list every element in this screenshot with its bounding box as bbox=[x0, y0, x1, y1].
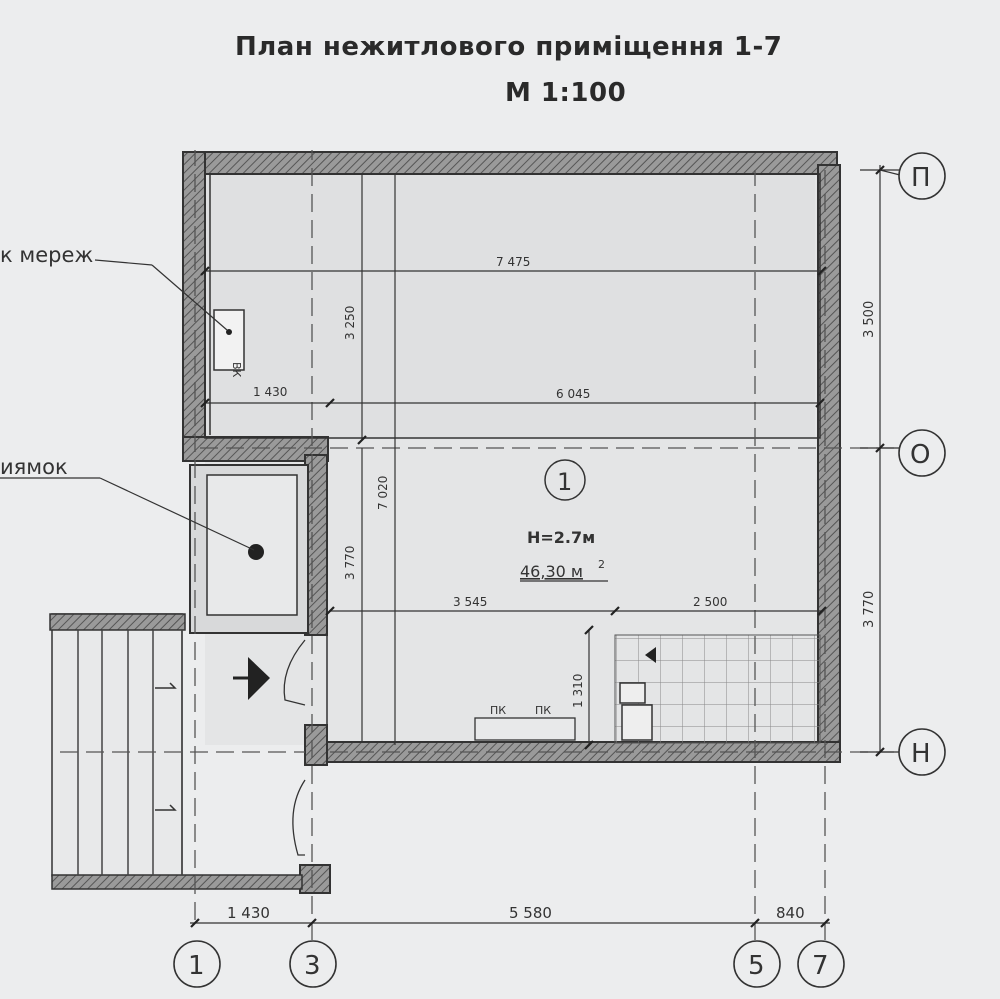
room-height: Н=2.7м bbox=[527, 528, 595, 547]
axis-bubbles-horizontal bbox=[879, 152, 946, 776]
wall-porch-end bbox=[299, 864, 331, 894]
plan-title: План нежитлового приміщення 1-7 bbox=[235, 32, 783, 62]
axis-label-n: Н bbox=[911, 739, 931, 769]
room-number: 1 bbox=[557, 468, 572, 496]
axis-label-1: 1 bbox=[188, 951, 205, 981]
pk-label-2: ПК bbox=[535, 704, 551, 717]
dim-3500: 3 500 bbox=[862, 301, 877, 338]
axis-bubble-7 bbox=[797, 940, 845, 988]
dim-5580: 5 580 bbox=[509, 904, 552, 922]
axis-bubble-1 bbox=[173, 940, 221, 988]
dim-1430-bottom: 1 430 bbox=[227, 904, 270, 922]
plan-scale: М 1:100 bbox=[505, 78, 627, 108]
wall-top bbox=[191, 151, 838, 175]
pk-label-1: ПК bbox=[490, 704, 506, 717]
room-floor-upper bbox=[205, 175, 815, 437]
pit-dot bbox=[248, 544, 264, 560]
dim-7020: 7 020 bbox=[376, 476, 390, 510]
dim-3770-left: 3 770 bbox=[343, 546, 357, 580]
wall-entrance bbox=[304, 724, 328, 766]
pit-box bbox=[206, 474, 298, 616]
dim-1430-top: 1 430 bbox=[253, 385, 287, 399]
axis-bubble-5 bbox=[733, 940, 781, 988]
dim-3770-right: 3 770 bbox=[862, 591, 877, 628]
axis-bubble-p bbox=[898, 152, 946, 200]
axis-bubble-3 bbox=[289, 940, 337, 988]
callout-pit: иямок bbox=[0, 455, 68, 479]
wall-right bbox=[817, 164, 841, 749]
axis-bubbles-vertical bbox=[173, 940, 845, 988]
room-area-sup: 2 bbox=[598, 558, 605, 571]
dim-3250: 3 250 bbox=[343, 306, 357, 340]
dim-6045: 6 045 bbox=[556, 387, 590, 401]
axis-label-5: 5 bbox=[748, 951, 765, 981]
callout-networks: к мереж bbox=[0, 243, 93, 267]
axis-label-o: О bbox=[910, 440, 930, 470]
dim-2500: 2 500 bbox=[693, 595, 727, 609]
dimension-labels: 7 475 6 045 1 430 3 545 2 500 3 250 7 02… bbox=[227, 255, 877, 922]
dimension-lines bbox=[190, 165, 900, 924]
axis-bubble-n bbox=[898, 728, 946, 776]
room-area: 46,30 м bbox=[520, 562, 583, 581]
vk-label: ВК bbox=[230, 362, 243, 378]
dimension-ticks bbox=[190, 165, 885, 928]
entrance-arrow bbox=[248, 657, 270, 700]
radiators bbox=[474, 717, 576, 741]
wall-step bbox=[182, 436, 329, 462]
axis-label-7: 7 bbox=[812, 951, 829, 981]
dim-840: 840 bbox=[776, 904, 805, 922]
axis-bubble-o bbox=[898, 429, 946, 477]
sink bbox=[621, 704, 653, 741]
room-number-circle bbox=[544, 459, 586, 501]
dim-7475: 7 475 bbox=[496, 255, 530, 269]
axis-label-3: 3 bbox=[304, 951, 321, 981]
axis-lines bbox=[60, 150, 900, 940]
vk-riser bbox=[213, 309, 245, 371]
dim-3545: 3 545 bbox=[453, 595, 487, 609]
axis-label-p: П bbox=[911, 163, 931, 193]
staircase bbox=[49, 613, 303, 890]
dim-1310: 1 310 bbox=[571, 674, 585, 708]
